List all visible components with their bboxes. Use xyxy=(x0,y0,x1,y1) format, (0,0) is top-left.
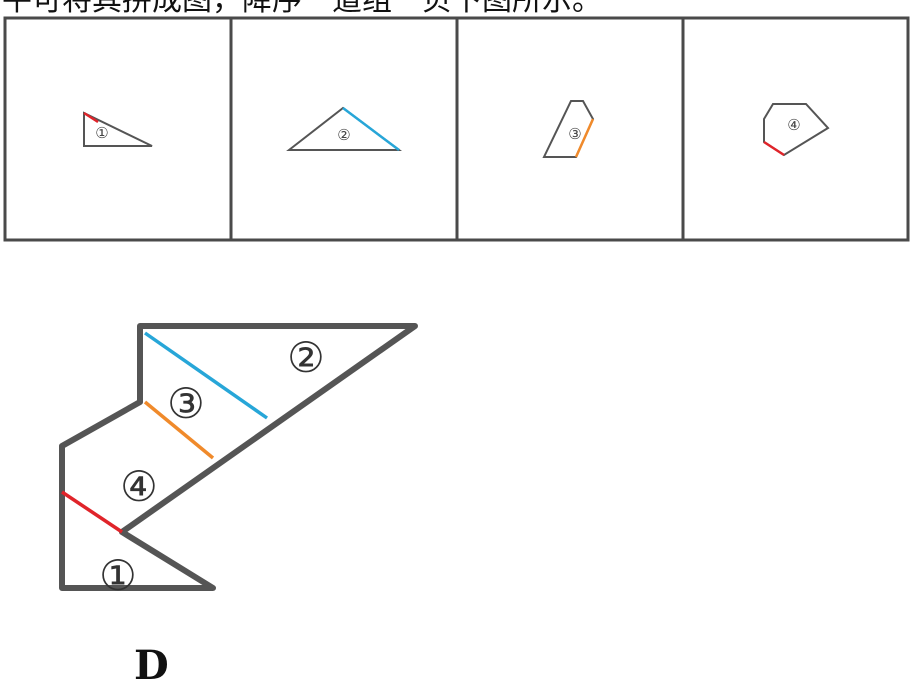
panel-4-label: ④ xyxy=(787,116,800,134)
panel-2-shape: ② xyxy=(286,106,402,151)
assembled-label-1: ① xyxy=(99,551,137,600)
panel-4-shape: ④ xyxy=(763,103,830,157)
panel-2-label: ② xyxy=(337,126,350,144)
answer-label: D xyxy=(134,642,169,689)
assembled-outline xyxy=(59,323,418,591)
blue-seam xyxy=(143,331,269,420)
panel-1-label: ① xyxy=(95,124,108,142)
panel-1-shape: ① xyxy=(83,111,153,147)
cropped-top-text: 平可将其拼成图，降序一道组一贝下图所示。 xyxy=(0,0,912,16)
panel-3-shape: ③ xyxy=(542,100,595,158)
red-seam xyxy=(61,490,123,534)
top-caption: 平可将其拼成图，降序一道组一贝下图所示。 xyxy=(0,0,912,16)
assembled-label-2: ② xyxy=(287,333,325,382)
panel-3-label: ③ xyxy=(568,125,581,143)
assembled-label-3: ③ xyxy=(167,379,205,428)
orange-seam xyxy=(143,400,215,460)
assembled-label-4: ④ xyxy=(120,462,158,511)
assembled-shape: ② ③ ④ ① xyxy=(59,323,418,600)
panel-strip xyxy=(3,16,910,242)
